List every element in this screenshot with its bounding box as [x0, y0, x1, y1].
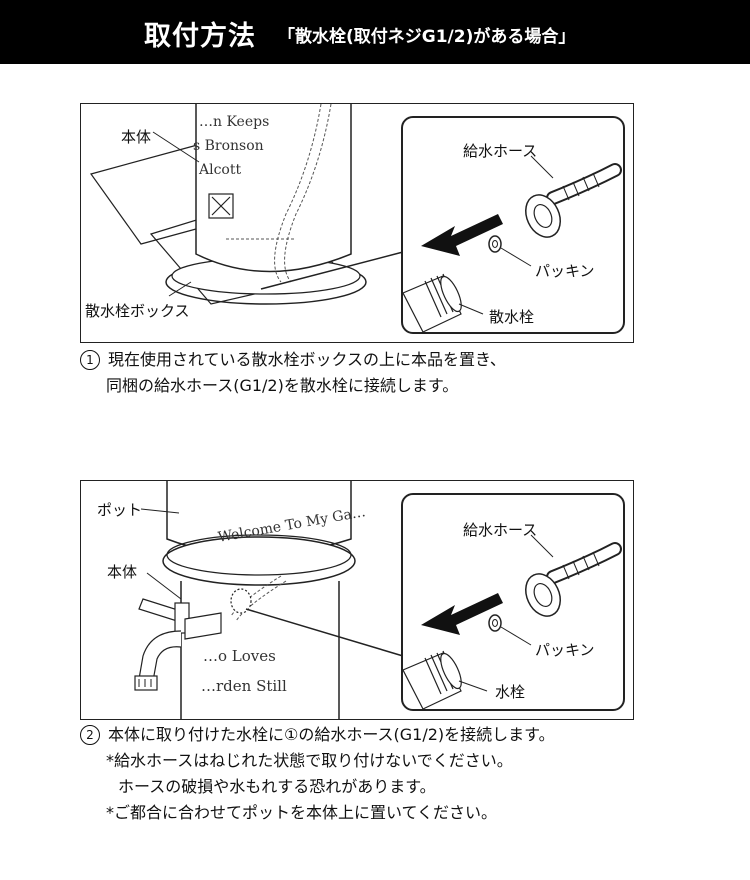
engraving-line-2: s Bronson	[193, 138, 264, 154]
step-2-note-2: *ご都合に合わせてポットを本体上に置いてください。	[106, 803, 498, 822]
label-packing-2: パッキン	[535, 641, 595, 659]
engraving-line-1: …n Keeps	[199, 114, 270, 130]
hose-connection-detail	[403, 155, 622, 333]
step-2-text: 2 本体に取り付けた水栓に①の給水ホース(G1/2)を接続します。 *給水ホースは…	[80, 722, 555, 826]
step-number-1: 1	[80, 350, 100, 370]
faucet-illustration	[134, 481, 404, 719]
label-body-2: 本体	[107, 563, 138, 581]
step-2-note-1: *給水ホースはねじれた状態で取り付けないでください。	[106, 751, 513, 770]
page-subtitle: 「散水栓(取付ネジG1/2)がある場合」	[278, 27, 576, 47]
label-supply-hose: 給水ホース	[463, 142, 538, 160]
engraving-loves: …o Loves	[203, 647, 276, 665]
label-supply-hose-2: 給水ホース	[463, 521, 538, 539]
illustration-panel-2: Welcome To My Ga… …o Loves …rden Still ポ…	[80, 480, 634, 720]
step-1-text: 1 現在使用されている散水栓ボックスの上に本品を置き、 同梱の給水ホース(G1/2…	[80, 347, 506, 399]
step-2-note-1b: ホースの破損や水もれする恐れがあります。	[118, 777, 436, 796]
hose-connection-detail-2	[403, 534, 622, 710]
spigot-box-illustration	[90, 104, 404, 305]
step-2-line-1: 本体に取り付けた水栓に①の給水ホース(G1/2)を接続します。	[108, 725, 555, 744]
detail-inset-1: 給水ホース パッキン 散水栓	[401, 116, 625, 334]
illustration-panel-1: …n Keeps s Bronson Alcott 本体 散水栓ボックス	[80, 103, 634, 343]
step-number-2: 2	[80, 725, 100, 745]
label-packing: パッキン	[535, 262, 595, 280]
engraving-garden-still: …rden Still	[201, 677, 287, 695]
step-1-line-1: 現在使用されている散水栓ボックスの上に本品を置き、	[108, 350, 506, 369]
label-spigot-box: 散水栓ボックス	[85, 302, 190, 320]
label-spigot: 散水栓	[489, 308, 535, 326]
step-1-line-2: 同梱の給水ホース(G1/2)を散水栓に接続します。	[106, 376, 459, 395]
label-body: 本体	[121, 128, 152, 146]
label-faucet: 水栓	[495, 683, 526, 701]
label-pot: ポット	[97, 501, 143, 519]
engraving-line-3: Alcott	[199, 162, 242, 178]
detail-inset-2: 給水ホース パッキン 水栓	[401, 493, 625, 711]
page-title: 取付方法	[144, 21, 256, 52]
header-banner: 取付方法 「散水栓(取付ネジG1/2)がある場合」	[0, 0, 750, 64]
